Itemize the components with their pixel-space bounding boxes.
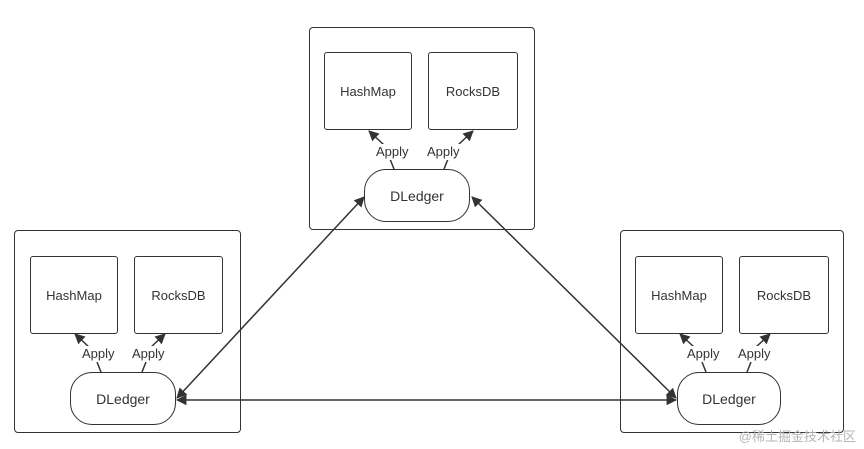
edge-apply-right-dledger-left [701, 361, 707, 373]
watermark: @稀土掘金技术社区 [738, 429, 856, 444]
node-top-dledger: DLedger [364, 169, 470, 222]
label-left-apply-left: Apply [81, 346, 116, 362]
edge-apply-top-dledger-left [389, 158, 395, 170]
edge-apply-right-dledger-right [746, 361, 752, 373]
edge-apply-left-hashmap [74, 333, 91, 349]
node-right-hashmap: HashMap [635, 256, 723, 334]
edge-apply-top-dledger-right [443, 158, 449, 170]
node-left-hashmap: HashMap [30, 256, 118, 334]
edge-apply-left-rocksdb [149, 333, 166, 349]
edge-apply-left-dledger-right [141, 361, 147, 373]
node-left-dledger: DLedger [70, 372, 176, 425]
edge-apply-right-hashmap [679, 333, 696, 349]
edge-dledger-top-right [471, 196, 677, 399]
label-top-apply-left: Apply [375, 144, 410, 160]
edge-apply-top-hashmap [368, 130, 385, 146]
node-right-dledger: DLedger [677, 372, 781, 425]
node-left-rocksdb: RocksDB [134, 256, 223, 334]
label-top-apply-right: Apply [426, 144, 461, 160]
edge-dledger-top-left [176, 196, 365, 399]
label-right-apply-right: Apply [737, 346, 772, 362]
node-top-rocksdb: RocksDB [428, 52, 518, 130]
edge-apply-left-dledger-left [96, 361, 102, 373]
label-left-apply-right: Apply [131, 346, 166, 362]
edge-apply-top-rocksdb [457, 130, 474, 146]
node-top-hashmap: HashMap [324, 52, 412, 130]
node-right-rocksdb: RocksDB [739, 256, 829, 334]
edge-apply-right-rocksdb [754, 333, 771, 349]
label-right-apply-left: Apply [686, 346, 721, 362]
